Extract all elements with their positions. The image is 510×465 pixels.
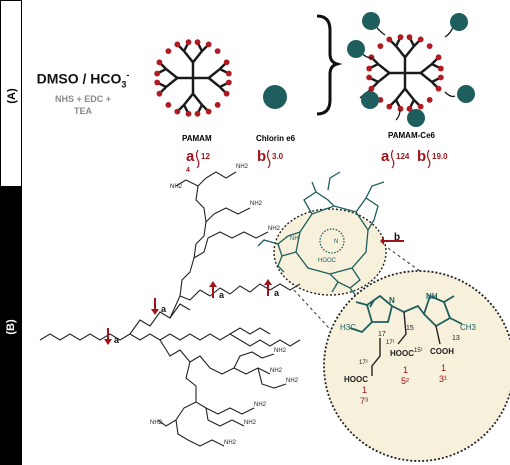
svg-text:NH2: NH2 (236, 164, 249, 170)
svg-text:7³: 7³ (360, 396, 368, 406)
svg-text:3¹: 3¹ (439, 374, 447, 384)
svg-text:a: a (219, 290, 225, 300)
svg-text:a: a (114, 335, 120, 345)
chlorin-hooc-label: HOOC (318, 258, 337, 264)
ce6-name: Chlorin e6 (256, 134, 296, 143)
chlorin-nh-label: NH (290, 236, 299, 242)
chlorin-n-label: N (334, 239, 338, 245)
svg-text:1: 1 (362, 385, 367, 395)
svg-text:15¹: 15¹ (414, 348, 423, 354)
reaction-bracket (316, 14, 343, 116)
svg-text:H3C: H3C (340, 323, 356, 332)
panel-a-bar: (A) (0, 0, 22, 187)
svg-text:a: a (161, 304, 167, 314)
dendrimer-skeleton (39, 171, 301, 447)
svg-text:NH2: NH2 (224, 440, 237, 446)
svg-text:17¹: 17¹ (386, 340, 395, 346)
conjugate-name: PAMAM-Ce6 (388, 131, 436, 140)
pamam-count: a 12 4 (186, 148, 210, 174)
svg-text:a: a (186, 148, 195, 165)
amine-termini: NH2 NH2 NH2 NH2 NH2 NH2 NH2 NH2 NH2 NH2 … (150, 164, 299, 446)
svg-text:17²: 17² (359, 360, 368, 366)
svg-text:19.0: 19.0 (432, 152, 448, 161)
svg-text:NH2: NH2 (254, 402, 267, 408)
reaction-conditions: DMSO / HCO3- NHS + EDC + TEA (28, 70, 138, 117)
amide-marker-3: a (209, 281, 225, 300)
chlorin-macrocycle-icon (257, 171, 385, 297)
chlorin-highlight (273, 208, 387, 296)
svg-text:CH3: CH3 (460, 323, 477, 332)
svg-text:NH2: NH2 (286, 378, 299, 384)
ce6-marker-arrowhead (380, 237, 384, 245)
svg-text:17: 17 (378, 331, 386, 338)
svg-text:NH2: NH2 (170, 184, 183, 190)
pamam-ce6-conjugate-icon (347, 12, 475, 127)
svg-text:NH2: NH2 (150, 420, 163, 426)
amide-marker-2: a (151, 298, 167, 315)
zoom-structure (349, 294, 463, 334)
svg-text:124: 124 (396, 152, 410, 161)
svg-text:NH2: NH2 (268, 226, 281, 232)
svg-text:4: 4 (186, 167, 190, 174)
svg-text:3.0: 3.0 (272, 152, 284, 161)
amide-marker-1: a (104, 328, 120, 345)
svg-text:NH2: NH2 (274, 348, 287, 354)
panel-b-bar: (B) (0, 187, 22, 465)
svg-text:1: 1 (441, 363, 446, 373)
zoom-chains (371, 311, 441, 376)
svg-text:HOOC: HOOC (344, 375, 368, 384)
reagents-label: NHS + EDC + TEA (54, 94, 112, 117)
svg-text:a: a (274, 288, 280, 298)
svg-text:NH: NH (426, 292, 438, 301)
zoom-labels: N NH H3C CH3 17 15 13 17² 17¹ 15¹ COOH H… (340, 292, 477, 406)
svg-text:HOOC: HOOC (390, 349, 414, 358)
svg-text:a: a (381, 148, 390, 165)
pamam-name: PAMAM (182, 134, 212, 143)
svg-text:NH2: NH2 (250, 201, 263, 207)
conjugate-count: a 124 b 19.0 (381, 148, 448, 169)
svg-text:5²: 5² (401, 376, 409, 386)
ce6-marker: b (394, 232, 400, 243)
svg-text:NH2: NH2 (270, 368, 283, 374)
svg-text:b: b (257, 148, 266, 165)
svg-text:13: 13 (452, 335, 460, 342)
svg-text:COOH: COOH (430, 347, 454, 356)
ce6-count: b 3.0 (257, 148, 284, 169)
svg-text:15: 15 (406, 325, 414, 332)
amide-marker-4: a (264, 279, 280, 298)
chlorin-e6-icon (263, 85, 287, 109)
svg-text:NH2: NH2 (244, 420, 257, 426)
svg-text:b: b (417, 148, 426, 165)
pamam-dendrimer-icon (153, 38, 233, 118)
svg-text:N: N (389, 296, 395, 305)
zoom-circle (323, 270, 510, 462)
svg-text:1: 1 (403, 365, 408, 375)
svg-text:12: 12 (201, 152, 210, 161)
solvent-label: DMSO / HCO3- (36, 70, 130, 90)
